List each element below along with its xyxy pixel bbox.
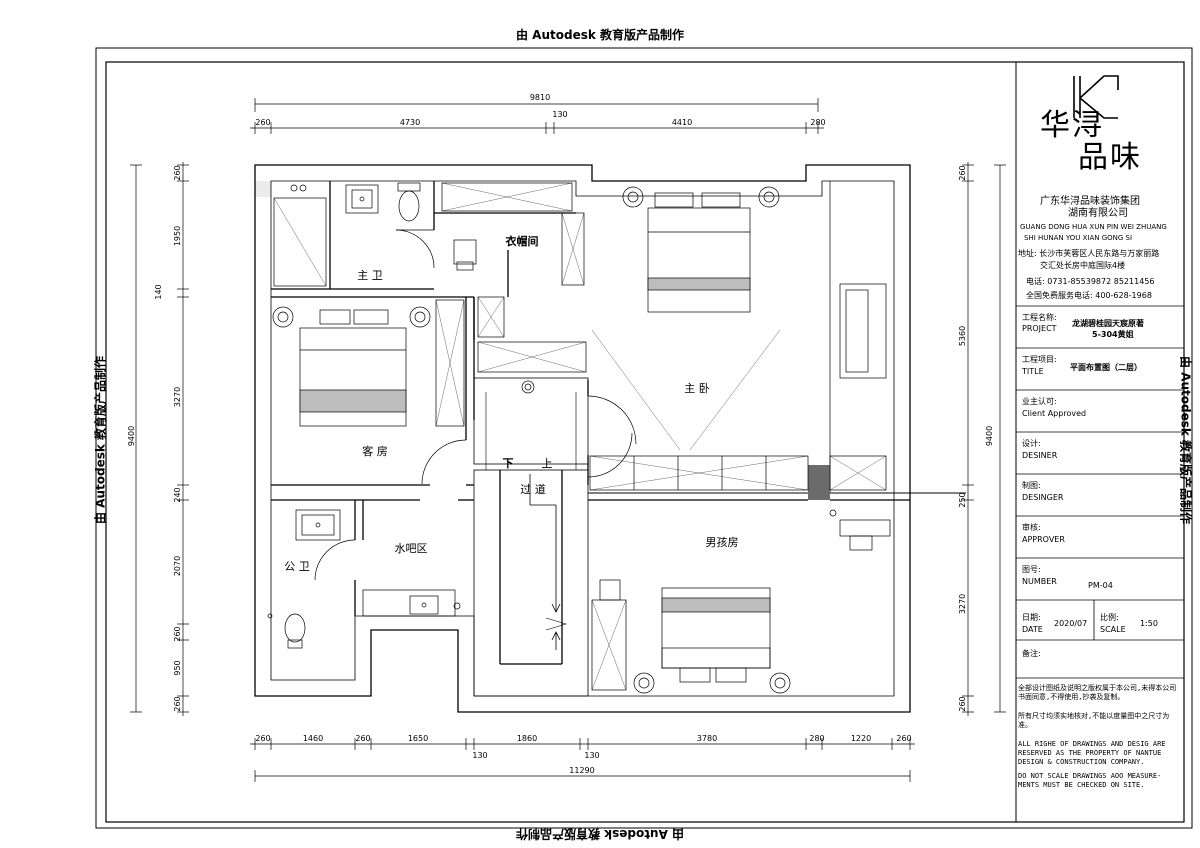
dim-bottom-seg: 280 xyxy=(809,734,824,743)
stair-label-up: 上 xyxy=(542,457,553,470)
scale-label-en: SCALE xyxy=(1100,625,1126,634)
room-label-corridor: 过 道 xyxy=(520,482,546,496)
dim-right-seg: 250 xyxy=(958,492,967,507)
title-block-grid xyxy=(1016,305,1184,679)
dim-bottom-seg: 260 xyxy=(355,734,370,743)
dimension-labels-vertical: 9400 260 1950 140 3270 240 2070 260 950 … xyxy=(127,165,994,711)
title-label-en: TITLE xyxy=(1022,367,1044,376)
dim-top-mid: 130 xyxy=(552,110,567,119)
company-name-en-2: SHI HUNAN YOU XIAN GONG SI xyxy=(1024,234,1133,242)
measure-note-en: DO NOT SCALE DRAWINGS AOO MEASURE-MENTS … xyxy=(1018,772,1162,789)
dim-bottom-seg: 260 xyxy=(896,734,911,743)
title-label-cn: 工程项目: xyxy=(1022,355,1057,364)
room-label-master-bedroom: 主 卧 xyxy=(684,382,710,395)
corner-column xyxy=(255,181,271,197)
number-value: PM-04 xyxy=(1088,581,1113,590)
dim-top-seg: 4410 xyxy=(672,118,692,127)
dim-left-seg: 240 xyxy=(173,487,182,502)
dimension-labels: 9810 130 260 4730 4410 280 260 1460 260 … xyxy=(255,93,911,775)
dim-left-total: 9400 xyxy=(127,426,136,446)
dim-top-seg: 4730 xyxy=(400,118,420,127)
dim-left-seg: 3270 xyxy=(173,387,182,407)
copyright-note-cn: 全部设计图纸及说明之版权属于本公司,未得本公司书面同意,不得使用,抄袭及复制。 xyxy=(1018,684,1177,701)
drafter-label-en: DESINGER xyxy=(1022,493,1064,502)
dim-bottom-small: 130 xyxy=(584,751,599,760)
dim-bottom-seg: 1460 xyxy=(303,734,323,743)
measure-note-cn: 所有尺寸均须实地核对,不能以度量图中之尺寸为准。 xyxy=(1018,712,1170,729)
dim-bottom-seg: 1650 xyxy=(408,734,428,743)
number-label-en: NUMBER xyxy=(1022,577,1057,586)
dim-right-seg: 5360 xyxy=(958,326,967,346)
room-label-closet: 衣帽间 xyxy=(506,234,539,248)
company-name-cn-2: 湖南有限公司 xyxy=(1068,208,1128,219)
company-hotline: 全国免费服务电话: 400-628-1968 xyxy=(1026,291,1152,300)
client-label-en: Client Approved xyxy=(1022,409,1087,418)
brand-logo-icon xyxy=(1073,75,1119,119)
company-phone: 电话: 0731-85539872 85211456 xyxy=(1026,277,1155,286)
dim-left-seg: 260 xyxy=(173,165,182,180)
sheet-outer-frame xyxy=(95,47,1193,829)
company-address-1: 地址: 长沙市芙蓉区人民东路与万家丽路 xyxy=(1018,249,1160,258)
dim-bottom-seg: 3780 xyxy=(697,734,717,743)
title-value: 平面布置图（二层） xyxy=(1070,363,1142,372)
structural-column xyxy=(808,465,830,500)
room-label-guest-room: 客 房 xyxy=(362,444,388,458)
date-label-cn: 日期: xyxy=(1022,613,1041,622)
approver-label-en: APPROVER xyxy=(1022,535,1065,544)
copyright-note-en: ALL RIGHE OF DRAWINGS AND DESIG ARE RESE… xyxy=(1018,740,1166,766)
scale-label-cn: 比例: xyxy=(1100,613,1119,622)
stair-label-down: 下 xyxy=(503,457,514,470)
dim-right-seg: 260 xyxy=(958,165,967,180)
project-label-cn: 工程名称: xyxy=(1022,313,1057,322)
room-label-boys-room: 男孩房 xyxy=(706,536,739,549)
dimension-lines xyxy=(130,98,1006,782)
room-label-master-bath: 主 卫 xyxy=(357,269,383,282)
remarks-label: 备注: xyxy=(1022,649,1041,658)
dim-right-seg: 260 xyxy=(958,696,967,711)
dim-left-seg: 260 xyxy=(173,696,182,711)
room-labels: 衣帽间 主 卫 主 卧 客 房 过 道 水吧区 公 卫 男孩房 下 上 xyxy=(284,234,738,573)
dim-bottom-seg: 1220 xyxy=(851,734,871,743)
dim-left-seg: 2070 xyxy=(173,556,182,576)
designer-label-en: DESINER xyxy=(1022,451,1058,460)
project-label-en: PROJECT xyxy=(1022,324,1057,333)
company-name-en-1: GUANG DONG HUA XUN PIN WEI ZHUANG xyxy=(1020,223,1167,231)
dim-bottom-seg: 1860 xyxy=(517,734,537,743)
dim-top-seg: 280 xyxy=(810,118,825,127)
dim-left-seg: 260 xyxy=(173,626,182,641)
client-label-cn: 业主认可: xyxy=(1022,397,1057,406)
room-label-bar-area: 水吧区 xyxy=(395,542,428,555)
company-name-cn-1: 广东华浔品味装饰集团 xyxy=(1040,196,1140,207)
dim-top-seg: 260 xyxy=(255,118,270,127)
watermark-top: 由 Autodesk 教育版产品制作 xyxy=(515,28,685,42)
dim-right-total: 9400 xyxy=(985,426,994,446)
scale-value: 1:50 xyxy=(1140,619,1158,628)
fixtures xyxy=(267,182,891,694)
dim-right-seg: 3270 xyxy=(958,594,967,614)
sheet-inner-frame xyxy=(105,61,1185,823)
dim-left-seg: 950 xyxy=(173,660,182,675)
date-value: 2020/07 xyxy=(1054,619,1088,628)
approver-label-cn: 审核: xyxy=(1022,523,1041,532)
dim-left-seg: 1950 xyxy=(173,226,182,246)
brand-logo-line1: 华浔 xyxy=(1040,108,1104,143)
dim-top-total: 9810 xyxy=(530,93,550,102)
walls xyxy=(254,164,966,713)
drafter-label-cn: 制图: xyxy=(1022,481,1041,490)
brand-logo-line2: 品味 xyxy=(1078,140,1142,175)
project-value-1: 龙湖碧桂园天宸原著 xyxy=(1072,319,1144,328)
company-address-2: 交汇处长房中庭国际4楼 xyxy=(1040,261,1126,270)
designer-label-cn: 设计: xyxy=(1022,439,1041,448)
dim-bottom-seg: 260 xyxy=(255,734,270,743)
project-value-2: 5-304黄姐 xyxy=(1092,330,1134,339)
dim-bottom-total: 11290 xyxy=(569,766,594,775)
room-label-public-bath: 公 卫 xyxy=(284,560,310,573)
number-label-cn: 图号: xyxy=(1022,565,1041,574)
date-label-en: DATE xyxy=(1022,625,1043,634)
dim-bottom-small: 130 xyxy=(472,751,487,760)
dim-left-seg: 140 xyxy=(154,284,163,299)
